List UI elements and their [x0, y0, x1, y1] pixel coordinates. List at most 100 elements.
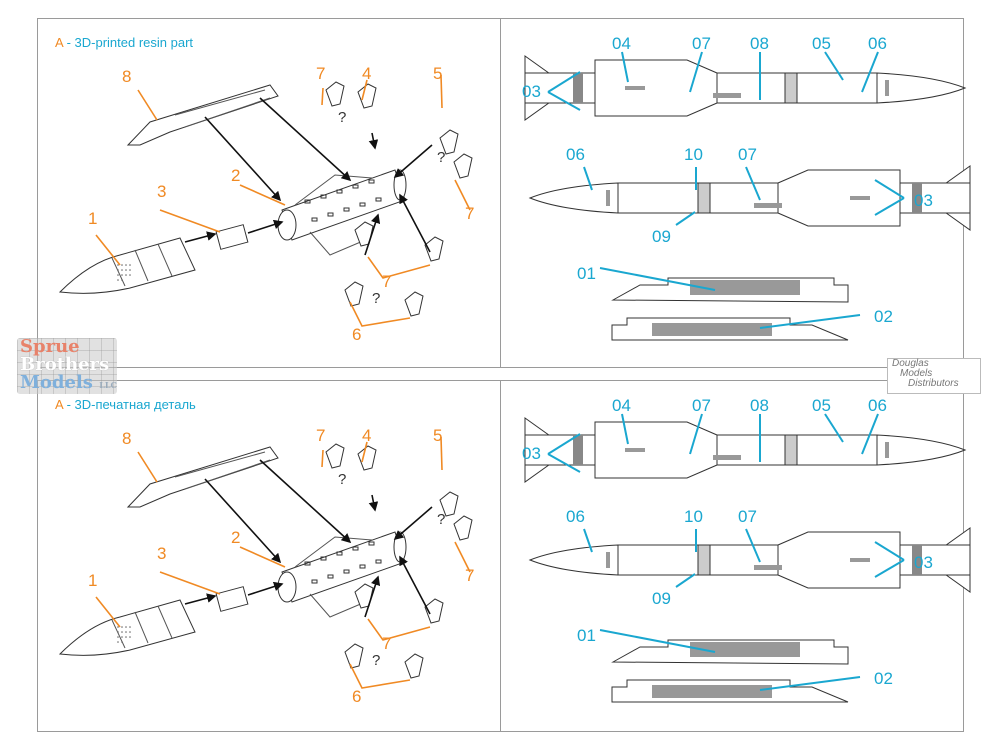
- decal-leader-line: [874, 559, 905, 578]
- part-number-label: 8: [122, 429, 132, 448]
- decal-number-label: 06: [868, 396, 887, 415]
- fin-part: [453, 515, 473, 541]
- decal-leader-line: [599, 629, 716, 653]
- assembly-arrow: [204, 116, 282, 202]
- decal-number-label: 04: [612, 396, 631, 415]
- assembly-arrow: [399, 193, 431, 253]
- part-number-label: 7: [316, 426, 326, 445]
- decal-number-label: 06: [566, 507, 585, 526]
- part-number-label: 6: [352, 687, 362, 706]
- decal-leader-line: [874, 541, 905, 561]
- assembly-arrow: [247, 581, 284, 596]
- part-leader-line: [137, 451, 158, 483]
- part-leader-line: [454, 541, 471, 573]
- part-number-label: 7: [382, 634, 392, 653]
- sheet-title: A - 3D-печатная деталь: [55, 397, 196, 412]
- decal-leader-line: [745, 166, 761, 201]
- part-leader-line: [440, 74, 443, 109]
- panel-divider: [500, 380, 501, 732]
- assembly-arrow: [259, 459, 352, 544]
- part-number-label: 7: [465, 204, 475, 223]
- fin-part: [344, 643, 364, 669]
- part-leader-line: [440, 436, 443, 471]
- decal-leader-line: [547, 453, 581, 473]
- decal-leader-line: [861, 413, 879, 455]
- decal-leader-line: [874, 179, 905, 199]
- assembly-arrow: [399, 555, 431, 615]
- uncertain-part-marker: ?: [437, 149, 446, 166]
- part-leader-line: [361, 441, 368, 463]
- decal-number-label: 10: [684, 145, 703, 164]
- assembly-arrow: [204, 478, 282, 564]
- decal-number-label: 03: [522, 444, 541, 463]
- decal-number-label: 07: [738, 145, 757, 164]
- adapter-part: [215, 224, 249, 250]
- nose-section-part: [58, 599, 196, 656]
- sprue-brothers-watermark: Sprue Brothers Models LLC: [17, 338, 117, 394]
- part-number-label: 7: [316, 64, 326, 83]
- assembly-arrow: [393, 506, 433, 541]
- panel-divider: [500, 18, 501, 368]
- part-leader-line: [367, 618, 431, 641]
- decal-leader-line: [547, 433, 581, 455]
- decal-leader-line: [547, 91, 581, 111]
- decal-leader-line: [621, 413, 629, 445]
- part-leader-line: [321, 87, 324, 106]
- decal-number-label: 05: [812, 396, 831, 415]
- fin-part: [439, 129, 459, 155]
- part-leader-line: [349, 663, 411, 689]
- fin-part: [325, 443, 345, 469]
- adapter-part: [215, 586, 249, 612]
- launch-rail-part: [126, 446, 279, 508]
- decal-number-label: 03: [522, 82, 541, 101]
- decal-leader-line: [824, 51, 844, 81]
- part-number-label: 3: [157, 182, 167, 201]
- assembly-arrow: [368, 494, 379, 512]
- fin-part: [325, 81, 345, 107]
- title-text: - 3D-печатная деталь: [62, 397, 196, 412]
- decal-leader-line: [759, 314, 861, 329]
- decal-leader-line: [583, 528, 593, 553]
- assembly-arrow: [393, 144, 433, 179]
- decal-number-label: 07: [738, 507, 757, 526]
- part-number-label: 1: [88, 571, 98, 590]
- part-leader-line: [239, 184, 286, 206]
- fin-part: [404, 653, 424, 679]
- part-leader-line: [159, 571, 221, 595]
- part-leader-line: [239, 546, 286, 568]
- missile-top-view: [524, 417, 967, 483]
- decal-leader-line: [861, 51, 879, 93]
- sheet-title: A - 3D-printed resin part: [55, 35, 193, 50]
- watermark-line: Distributors: [908, 378, 959, 389]
- decal-number-label: 08: [750, 396, 769, 415]
- fin-part: [424, 236, 444, 262]
- decal-number-label: 08: [750, 34, 769, 53]
- part-number-label: 4: [362, 426, 372, 445]
- decal-number-label: 03: [914, 191, 933, 210]
- part-number-label: 2: [231, 528, 241, 547]
- missile-bottom-view: [528, 165, 971, 231]
- assembly-arrow: [259, 97, 352, 182]
- assembly-arrow: [368, 132, 379, 150]
- decal-number-label: 09: [652, 589, 671, 608]
- decal-leader-line: [745, 528, 761, 563]
- part-number-label: 7: [382, 272, 392, 291]
- uncertain-part-marker: ?: [338, 109, 347, 126]
- assembly-arrow: [184, 231, 217, 243]
- decal-leader-line: [689, 51, 703, 93]
- assembly-arrow: [247, 219, 284, 234]
- fin-part: [439, 491, 459, 517]
- part-leader-line: [361, 79, 368, 101]
- decal-number-label: 06: [868, 34, 887, 53]
- watermark-line: Brothers: [20, 354, 110, 375]
- uncertain-part-marker: ?: [372, 652, 381, 669]
- fin-part: [354, 583, 374, 609]
- decal-number-label: 05: [812, 34, 831, 53]
- decal-number-label: 03: [914, 553, 933, 572]
- decal-leader-line: [759, 676, 861, 691]
- rail-view-upper: [611, 277, 849, 303]
- decal-leader-line: [583, 166, 593, 191]
- part-number-label: 5: [433, 426, 443, 445]
- watermark-line: Models LLC: [20, 374, 117, 394]
- decal-leader-line: [675, 211, 696, 226]
